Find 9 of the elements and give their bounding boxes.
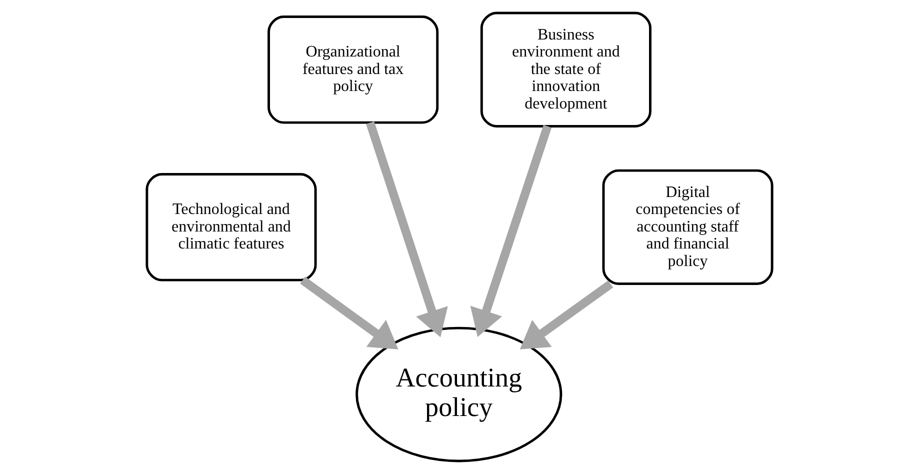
node-box: Digital competencies of accounting staff and financial policy: [602, 169, 773, 285]
arrow: [519, 280, 613, 350]
arrow: [470, 124, 552, 338]
node-box: Organizational features and tax policy: [267, 15, 438, 124]
arrow: [300, 276, 398, 350]
arrow: [365, 121, 448, 338]
node-box: Technological and environmental and climatic features: [145, 173, 316, 282]
node-ellipse: Accounting policy: [355, 326, 562, 462]
node-box: Business environment and the state of innovation development: [480, 12, 651, 128]
